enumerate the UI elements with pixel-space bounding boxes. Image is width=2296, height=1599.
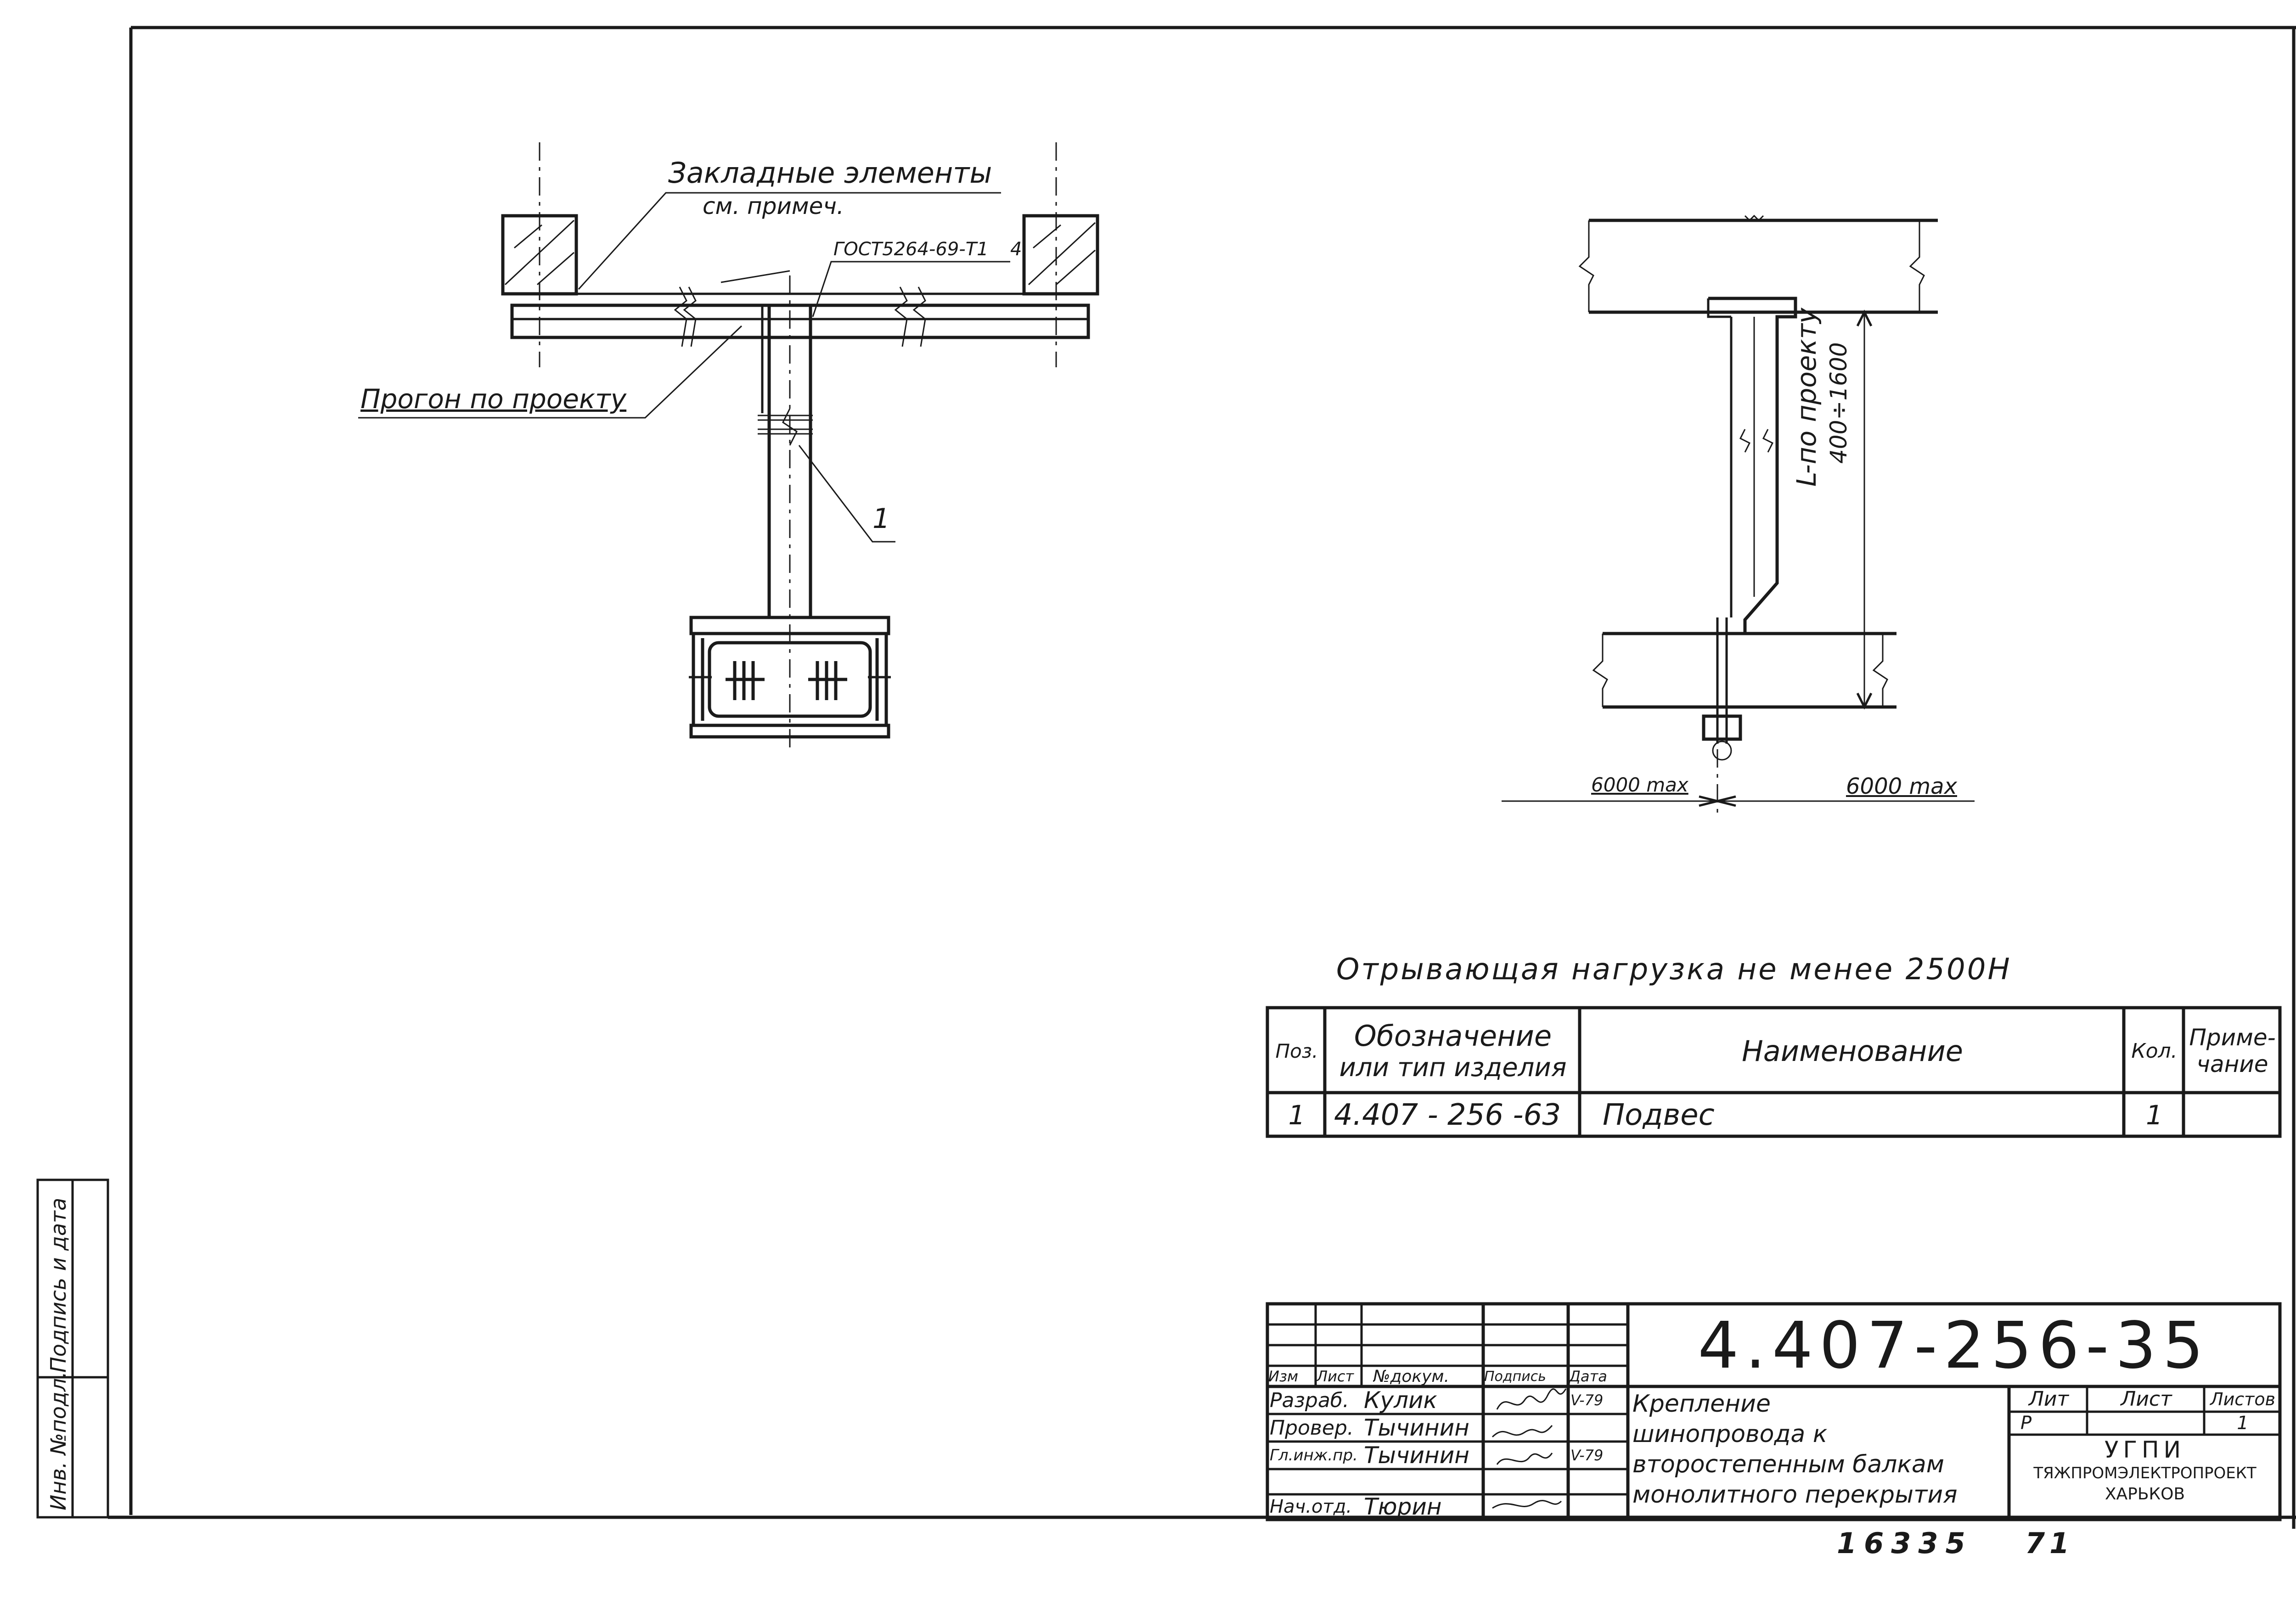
title-line-3: второстепенным балкам [1632,1451,1944,1478]
label-weld-standard: ГОСТ5264-69-Т1 [833,239,989,260]
spec-row-qty: 1 [2146,1100,2163,1131]
spec-header-designation-line2: или тип изделия [1339,1053,1567,1083]
organization: УГПИ ТЯЖПРОМЭЛЕКТРОПРОЕКТ ХАРЬКОВ [2010,1437,2279,1505]
spec-header-note-line1: Приме- [2189,1024,2276,1051]
label-weld-size: 4 [1010,239,1022,260]
signature-scribbles [1491,1388,1567,1509]
left-section-detail [358,142,1099,753]
doc-number: 4.407-256-35 [1698,1308,2210,1383]
name-checker: Тычинин [1364,1415,1469,1441]
col-header-date: Дата [1569,1368,1607,1385]
role-head-dept: Нач.отд. [1270,1496,1352,1517]
spec-row-note [2186,1095,2279,1135]
lit-value: Р [2020,1413,2032,1434]
date-chief-engineer: V-79 [1570,1447,1604,1464]
drawing-title: Крепление шинопровода к второстепенным б… [1632,1389,2004,1510]
spec-row-designation: 4.407 - 256 -63 [1334,1098,1561,1132]
load-note: Отрывающая нагрузка не менее 2500Н [1336,953,2012,987]
spec-row-pos: 1 [1288,1100,1306,1131]
sheets-value: 1 [2237,1413,2249,1434]
label-see-note: см. примеч. [703,193,844,219]
spec-header-note-line2: чание [2196,1051,2268,1077]
spec-header-designation-line1: Обозначение [1354,1019,1552,1053]
spec-header-pos: Поз. [1275,1039,1318,1062]
sheets-header: Листов [2210,1389,2275,1409]
inventory-number: 16335 [1837,1526,1973,1560]
side-stamp-sign-date: Подпись и дата [46,1197,71,1373]
label-embedded-elements: Закладные элементы [668,156,992,190]
spec-header-name: Наименование [1742,1034,1963,1068]
label-length: L-по проекту [1791,308,1822,487]
sheet-header: Лист [2121,1387,2172,1411]
name-chief-engineer: Тычинин [1364,1442,1469,1468]
name-head-dept: Тюрин [1364,1495,1442,1518]
col-header-izm: Изм [1268,1368,1299,1385]
callout-position-1: 1 [872,503,890,535]
col-header-doc: №докум. [1373,1367,1450,1386]
side-stamp-frame [36,1178,109,1519]
title-block-grid [1266,1302,2282,1521]
side-stamp-inv: Инв. №подл. [46,1371,71,1510]
date-checker [1570,1415,1626,1441]
spec-row-name: Подвес [1603,1098,1715,1132]
date-head-dept [1570,1495,1626,1518]
title-line-4: монолитного перекрытия [1632,1481,1958,1509]
dim-right: 6000 max [1846,774,1957,799]
org-line-3: ХАРЬКОВ [2105,1485,2185,1504]
spec-header-designation: Обозначение или тип изделия [1327,1010,1579,1092]
sheet-frame [108,26,2296,1529]
spec-header-qty: Кол. [2131,1039,2178,1063]
spec-table-grid [1266,1006,2282,1138]
lit-header: Лит [2028,1387,2069,1411]
page-number: 71 [2025,1526,2074,1560]
dim-left: 6000 max [1591,774,1688,796]
date-developer: V-79 [1570,1391,1604,1409]
col-header-sign: Подпись [1484,1368,1546,1385]
role-chief-engineer: Гл.инж.пр. [1270,1446,1358,1464]
name-developer: Кулик [1364,1387,1437,1413]
title-line-2: шинопровода к [1632,1420,1828,1448]
sheet-value [2089,1413,2203,1434]
label-length-range: 400÷1600 [1825,342,1852,464]
col-header-list: Лист [1317,1368,1354,1385]
spec-header-note: Приме- чание [2186,1010,2279,1092]
role-checker: Провер. [1270,1416,1354,1440]
org-line-2: ТЯЖПРОМЭЛЕКТРОПРОЕКТ [2033,1464,2257,1482]
org-line-1: УГПИ [2105,1436,2185,1463]
role-developer: Разраб. [1270,1388,1349,1412]
label-purlin: Прогон по проекту [360,383,627,415]
title-line-1: Крепление [1632,1390,1771,1418]
right-elevation-detail [1502,214,1975,817]
